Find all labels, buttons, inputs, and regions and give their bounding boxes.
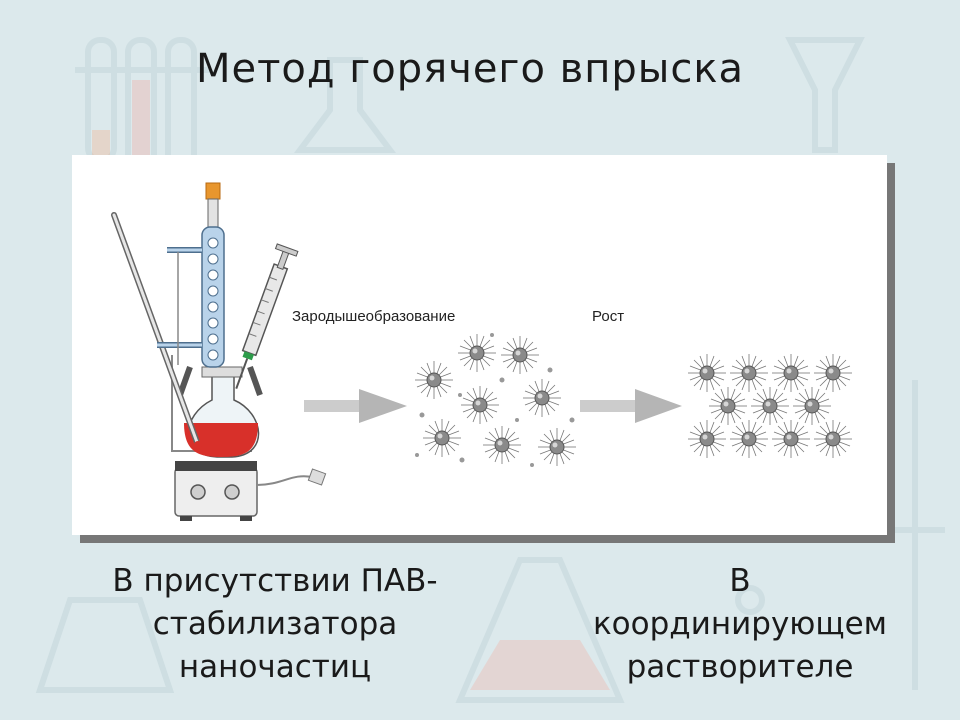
thermometer bbox=[111, 212, 202, 449]
arrow-to-growth bbox=[580, 389, 682, 423]
caption-right-line-3: растворителе bbox=[626, 649, 854, 685]
label-nucleation: Зародышеобразование bbox=[292, 308, 455, 325]
page-title: Метод горячего впрыска bbox=[195, 46, 744, 92]
caption-left-line-2: стабилизатора bbox=[152, 606, 398, 642]
caption-coordinating-solvent: В координирующем растворителе bbox=[555, 560, 925, 689]
hotplate bbox=[174, 461, 327, 521]
caption-right-line-2: координирующем bbox=[592, 606, 888, 642]
label-growth: Рост bbox=[592, 308, 624, 325]
three-neck-flask bbox=[177, 365, 263, 458]
caption-right-line-1: В bbox=[729, 563, 751, 599]
arrow-to-nucleation bbox=[304, 389, 407, 423]
hot-injection-diagram: Зародышеобразование Рост bbox=[111, 182, 853, 521]
syringe bbox=[235, 243, 299, 389]
grown-nanocrystals bbox=[687, 353, 853, 459]
caption-left-line-3: наночастиц bbox=[178, 649, 372, 685]
caption-left-line-1: В присутствии ПАВ- bbox=[112, 563, 438, 599]
caption-surfactant-stabilizer: В присутствии ПАВ- стабилизатора наночас… bbox=[60, 560, 490, 689]
condenser bbox=[157, 182, 225, 368]
nucleation-particles bbox=[414, 333, 577, 467]
diagram-panel: Зародышеобразование Рост bbox=[72, 155, 887, 535]
